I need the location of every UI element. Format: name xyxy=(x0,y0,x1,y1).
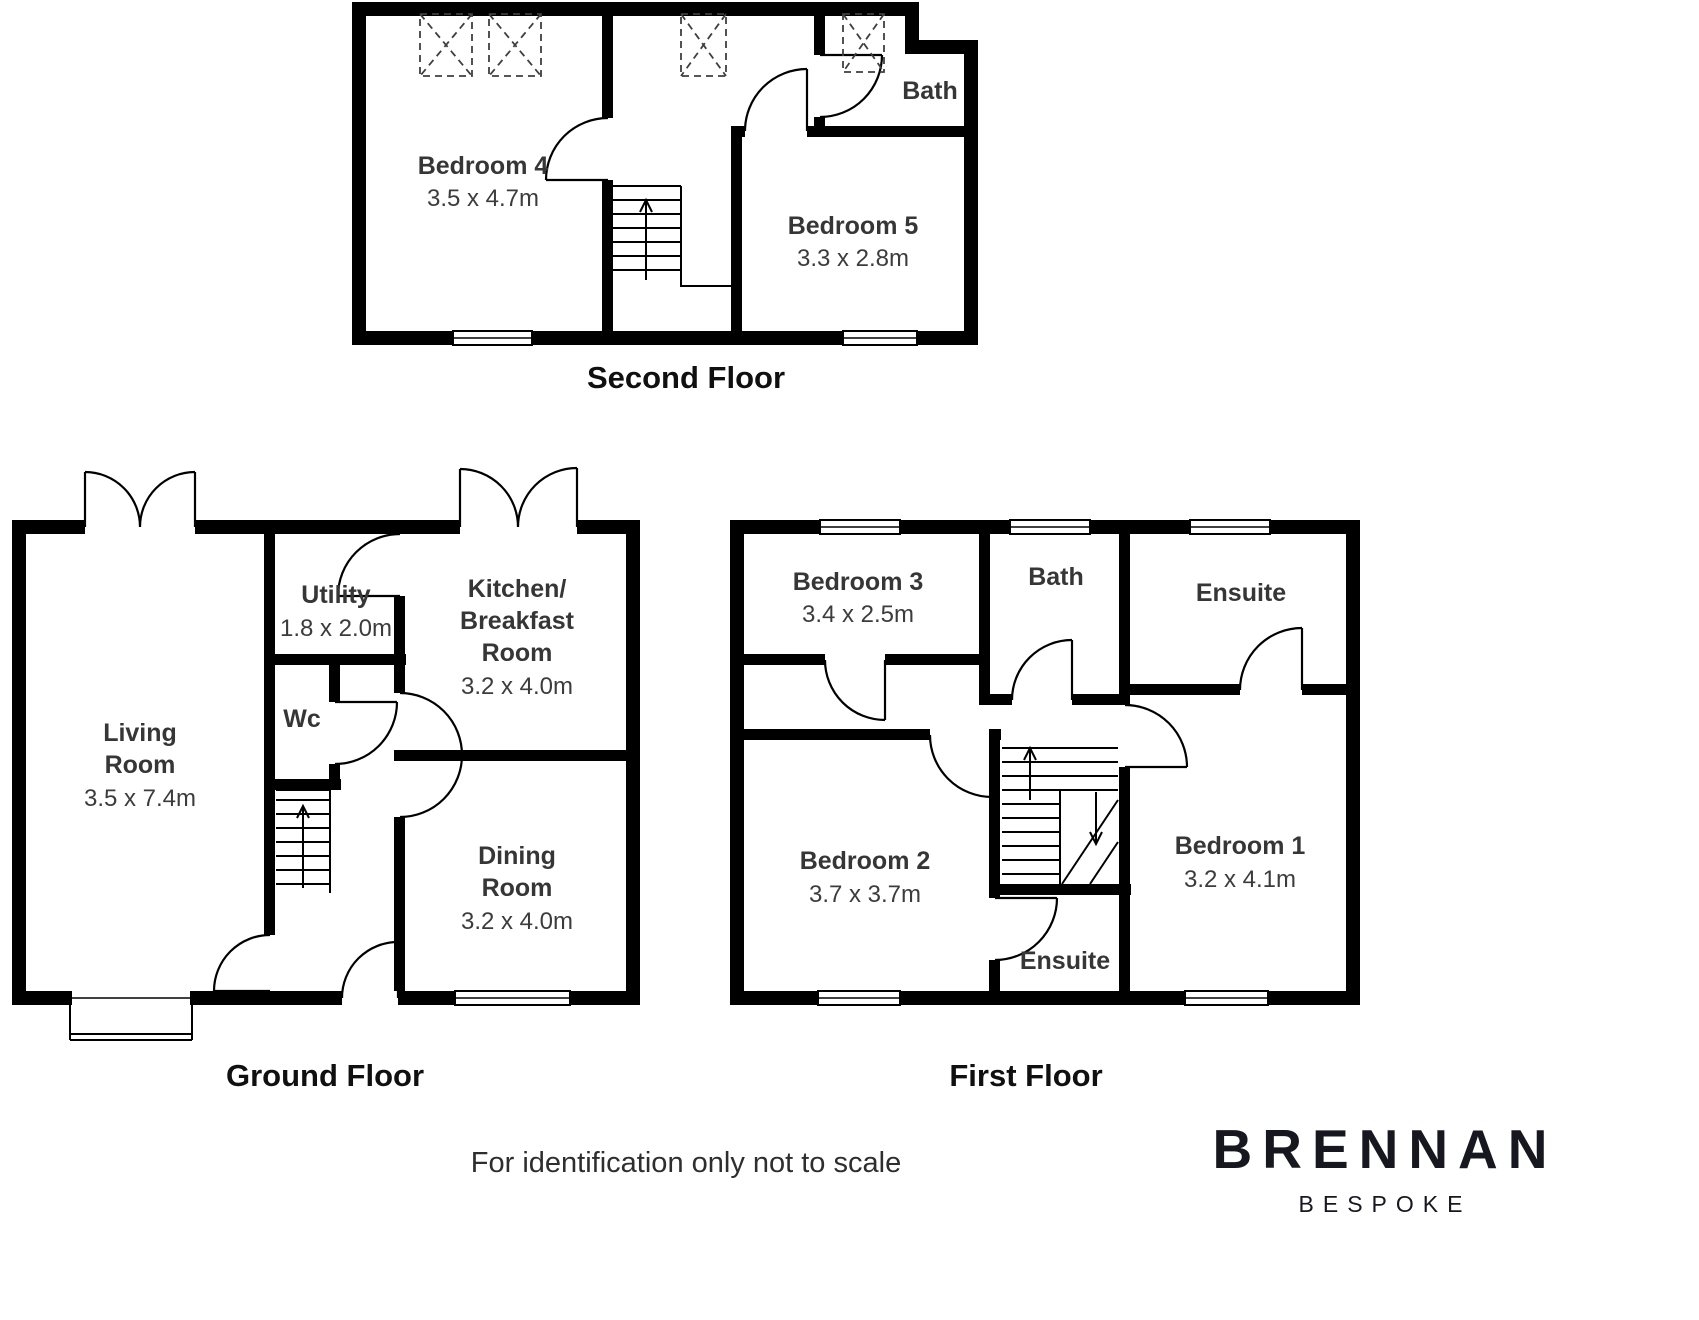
room-label-ensuite-top: Ensuite xyxy=(1196,579,1286,607)
door-arc xyxy=(743,67,808,132)
room-label-bedroom4: Bedroom 4 xyxy=(418,152,549,180)
door-arc xyxy=(1238,626,1303,691)
room-label-living-1: Living xyxy=(103,719,177,747)
second-floor-plan: Bedroom 4 3.5 x 4.7m Bedroom 5 3.3 x 2.8… xyxy=(352,2,978,395)
room-label-utility: Utility xyxy=(301,581,371,609)
ground-floor-stairs xyxy=(276,789,331,893)
door-arc xyxy=(544,116,609,181)
room-dims-living: 3.5 x 7.4m xyxy=(84,785,196,812)
floor-title-ground: Ground Floor xyxy=(226,1058,424,1093)
room-dims-bedroom5: 3.3 x 2.8m xyxy=(797,245,909,272)
room-label-dining-2: Room xyxy=(482,874,553,902)
door-arc xyxy=(334,701,399,766)
ground-floor-plan: Living Room 3.5 x 7.4m Utility 1.8 x 2.0… xyxy=(12,466,640,1093)
first-floor-plan: Bedroom 3 3.4 x 2.5m Bath Ensuite Bedroo… xyxy=(730,519,1360,1093)
door-arc xyxy=(819,54,884,119)
ground-floor-labels: Living Room 3.5 x 7.4m Utility 1.8 x 2.0… xyxy=(84,575,575,1093)
brand-logo: BRENNAN BESPOKE xyxy=(1200,1122,1570,1218)
door-arc xyxy=(1010,638,1073,701)
first-floor-windows xyxy=(817,519,1271,1006)
door-arc xyxy=(994,897,1059,962)
room-label-dining-1: Dining xyxy=(478,842,556,870)
second-floor-doors xyxy=(544,53,884,182)
room-label-kitchen-1: Kitchen/ xyxy=(468,575,567,603)
room-label-wc: Wc xyxy=(283,705,321,733)
room-label-living-2: Room xyxy=(105,751,176,779)
room-label-bedroom3: Bedroom 3 xyxy=(793,568,924,596)
room-label-bedroom1: Bedroom 1 xyxy=(1175,832,1306,860)
room-dims-bedroom1: 3.2 x 4.1m xyxy=(1184,866,1296,893)
door-arc xyxy=(340,940,399,999)
french-door-arcs xyxy=(84,470,196,528)
room-dims-dining: 3.2 x 4.0m xyxy=(461,908,573,935)
floor-title-first: First Floor xyxy=(949,1058,1102,1093)
room-label-bedroom2: Bedroom 2 xyxy=(800,847,931,875)
brand-tagline: BESPOKE xyxy=(1298,1191,1472,1217)
room-label-kitchen-3: Room xyxy=(482,639,553,667)
room-dims-kitchen: 3.2 x 4.0m xyxy=(461,673,573,700)
first-floor-stairs xyxy=(1002,745,1119,885)
door-arc xyxy=(336,532,401,597)
room-dims-utility: 1.8 x 2.0m xyxy=(280,615,392,642)
room-label-bath-first: Bath xyxy=(1028,563,1084,591)
room-label-ensuite-bottom: Ensuite xyxy=(1020,947,1110,975)
brand-name: BRENNAN xyxy=(1212,1118,1558,1180)
door-arc xyxy=(823,659,886,722)
second-floor-labels: Bedroom 4 3.5 x 4.7m Bedroom 5 3.3 x 2.8… xyxy=(418,77,958,395)
door-arc xyxy=(399,754,464,819)
roof-window-markers xyxy=(419,13,885,77)
ground-floor-doors xyxy=(83,466,579,999)
french-door-leaves xyxy=(458,468,579,527)
ground-floor-windows xyxy=(69,990,571,1041)
second-floor-windows xyxy=(452,330,918,346)
room-label-bath-second: Bath xyxy=(902,77,958,105)
door-arc xyxy=(399,691,464,756)
room-dims-bedroom2: 3.7 x 3.7m xyxy=(809,881,921,908)
room-dims-bedroom4: 3.5 x 4.7m xyxy=(427,185,539,212)
french-door-arcs xyxy=(459,466,578,528)
second-floor-stairs xyxy=(613,185,731,287)
door-arc xyxy=(1124,703,1189,768)
floor-title-second: Second Floor xyxy=(587,360,785,395)
room-label-kitchen-2: Breakfast xyxy=(460,607,575,635)
door-arc xyxy=(212,933,271,992)
disclaimer-text: For identification only not to scale xyxy=(470,1147,902,1179)
door-arc xyxy=(928,734,993,799)
first-floor-doors xyxy=(823,626,1304,962)
first-floor-labels: Bedroom 3 3.4 x 2.5m Bath Ensuite Bedroo… xyxy=(793,563,1306,1093)
french-door-leaves xyxy=(83,472,197,527)
room-dims-bedroom3: 3.4 x 2.5m xyxy=(802,601,914,628)
room-label-bedroom5: Bedroom 5 xyxy=(788,212,919,240)
